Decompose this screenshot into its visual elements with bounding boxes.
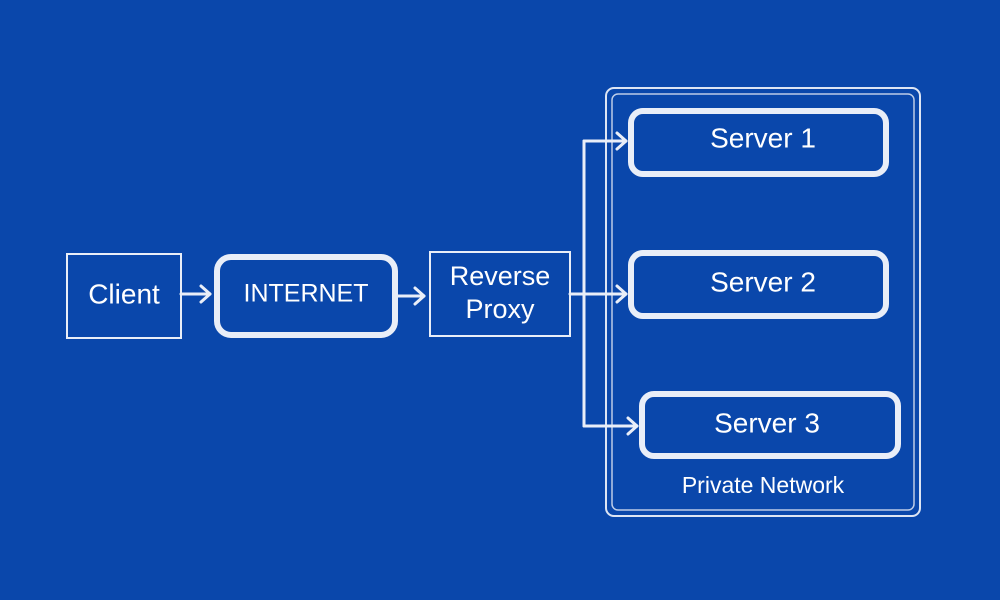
server-1-node: Server 1	[628, 108, 889, 177]
proxy-to-server-2-arrowhead	[615, 284, 628, 304]
client-label: Client	[88, 278, 160, 309]
server-1-box	[628, 108, 889, 177]
server-2-box	[628, 250, 889, 319]
server-2-node: Server 2	[628, 250, 889, 319]
client-to-internet-arrowhead	[199, 284, 212, 304]
reverse-proxy-label-line-2: Proxy	[465, 294, 535, 324]
private-network-inner-border	[611, 93, 915, 511]
client-node: Client	[66, 253, 182, 339]
reverse-proxy-node: Reverse Proxy	[429, 251, 571, 337]
internet-to-proxy-arrowhead	[413, 286, 426, 306]
reverse-proxy-label-line-1: Reverse	[450, 261, 551, 291]
proxy-to-server-3-arrowhead	[626, 416, 639, 436]
client-box	[66, 253, 182, 339]
server-3-box	[639, 391, 901, 459]
private-network-group: Private Network	[605, 87, 921, 517]
private-network-label: Private Network	[682, 472, 845, 498]
internet-label: INTERNET	[244, 280, 369, 308]
server-3-node: Server 3	[639, 391, 901, 459]
proxy-to-server-1-arrowhead	[615, 131, 628, 151]
server-1-label: Server 1	[710, 122, 816, 153]
server-3-label: Server 3	[714, 407, 820, 438]
server-2-label: Server 2	[710, 266, 816, 297]
private-network-outer-border	[605, 87, 921, 517]
